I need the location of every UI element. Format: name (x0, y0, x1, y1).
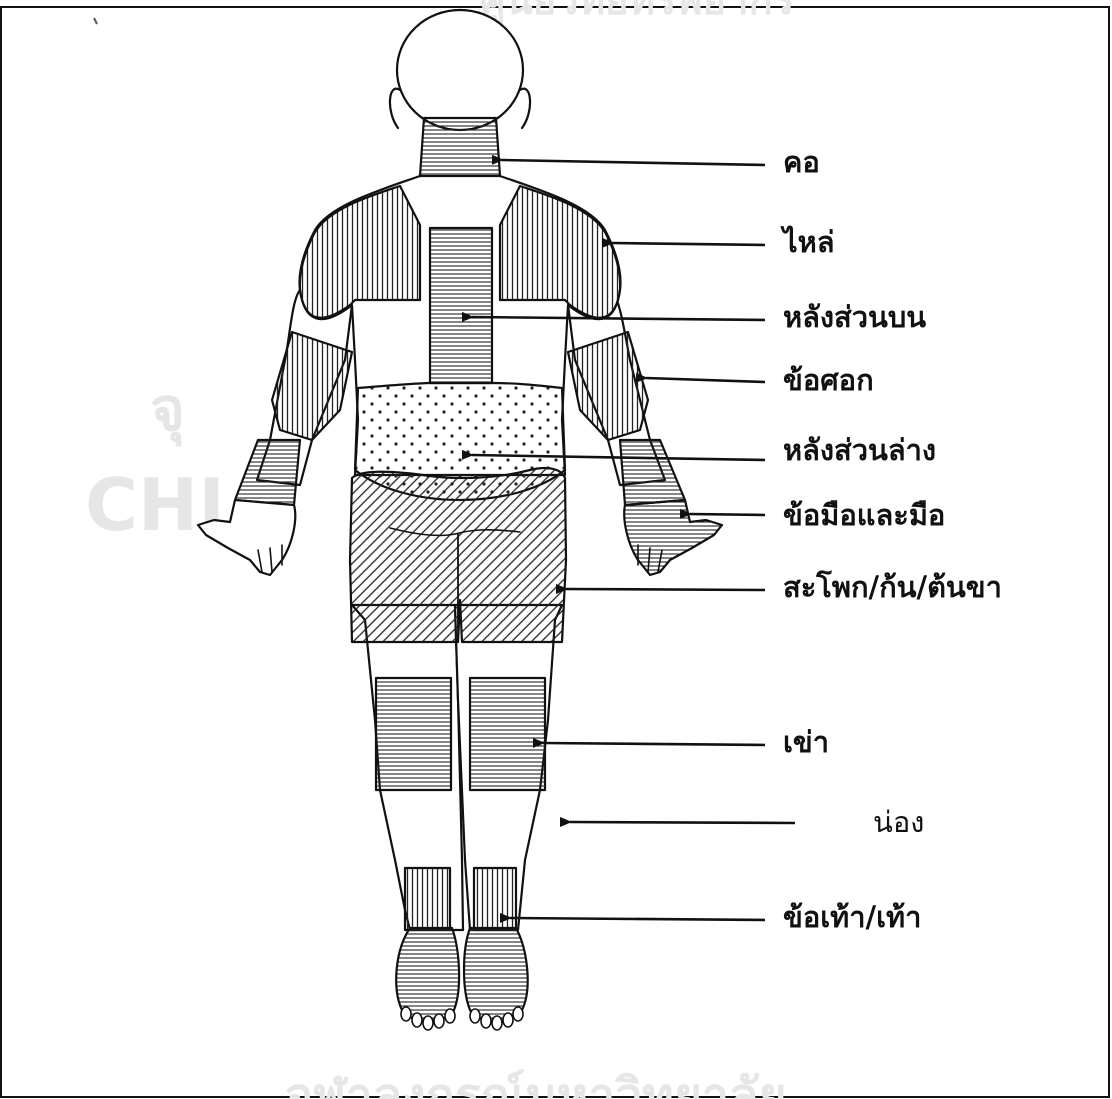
wrist-hand-arrow (690, 514, 765, 515)
label-upper-back: หลังส่วนบน (783, 303, 926, 332)
watermark-left-latin: CHI (85, 463, 225, 547)
right-ankle-region (474, 868, 516, 930)
left-ear (390, 89, 400, 128)
head (397, 10, 523, 130)
label-hip-thigh: สะโพก/ก้น/ต้นขา (783, 573, 1002, 602)
right-shoulder-region (500, 186, 620, 318)
right-knee-region (470, 678, 545, 790)
right-ear (520, 89, 530, 128)
ankle-foot-arrow (510, 918, 765, 920)
label-shoulder: ไหล่ (783, 228, 834, 257)
hip-thigh-arrow (566, 589, 765, 590)
label-wrist-hand: ข้อมือและมือ (783, 501, 945, 530)
right-forearm-region (620, 440, 685, 505)
left-forearm-region (235, 440, 300, 505)
label-ankle-foot: ข้อเท้า/เท้า (783, 903, 921, 932)
label-elbow: ข้อศอก (783, 366, 874, 395)
right-elbow-region (568, 332, 648, 440)
left-ankle-region (405, 868, 450, 930)
left-shoulder-region (300, 186, 420, 318)
neck-arrow (502, 160, 765, 165)
watermark-left-thai: จุ (150, 375, 185, 447)
right-hand (624, 500, 722, 575)
label-lower-back: หลังส่วนล่าง (783, 436, 936, 465)
label-neck: คอ (783, 148, 820, 177)
watermark-bottom: จุฬาลงกรณ์มหาวิทยาลัย (285, 1068, 787, 1099)
upper-back-region (430, 228, 492, 383)
watermark-top: ศูนย์วิทยทรัพยากร (480, 0, 795, 25)
left-elbow-region (272, 332, 352, 440)
label-knee: เข่า (783, 728, 829, 757)
knee-arrow (543, 743, 765, 745)
left-knee-region (376, 678, 451, 790)
elbow-arrow (646, 378, 765, 382)
shoulder-arrow (612, 243, 765, 245)
calf-arrow (570, 822, 795, 823)
label-calf: น่อง (873, 808, 924, 837)
